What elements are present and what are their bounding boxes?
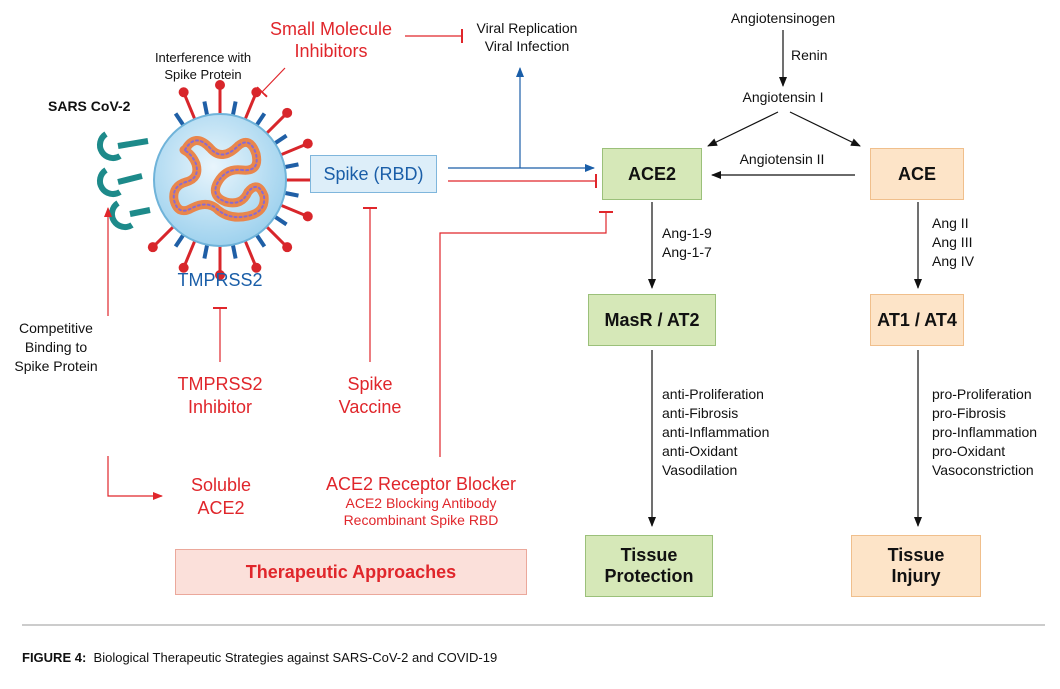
spike-head xyxy=(302,211,313,222)
angiotensinogen: Angiotensinogen xyxy=(730,10,836,26)
tissue-injury-box: Tissue Injury xyxy=(851,535,981,597)
masr-at2-box: MasR / AT2 xyxy=(588,294,716,346)
spike-head xyxy=(251,87,262,98)
therapeutic-approaches-box: Therapeutic Approaches xyxy=(175,549,527,595)
spike-head xyxy=(215,80,225,90)
receptor-blocker-item: ACE2 Blocking Antibody xyxy=(345,495,497,511)
tmprss2-inhibitor: TMPRSS2 Inhibitor xyxy=(177,374,263,417)
ace-products: Ang II Ang III Ang IV xyxy=(932,215,975,269)
ace2-products: Ang-1-9 Ang-1-7 xyxy=(662,225,712,260)
virus-label: SARS CoV-2 xyxy=(48,98,131,114)
interference-label: Interference with Spike Protein xyxy=(154,50,252,82)
caption-text: Biological Therapeutic Strategies agains… xyxy=(93,650,498,665)
angiotensin-ii: Angiotensin II xyxy=(739,151,825,167)
spike-head xyxy=(302,138,313,149)
ace-box: ACE xyxy=(870,148,964,200)
spike-head xyxy=(147,242,158,253)
spike-protein xyxy=(264,113,287,136)
viral-outcome: Viral Replication Viral Infection xyxy=(476,20,578,54)
spike-head xyxy=(215,270,225,280)
spike-protein xyxy=(278,143,306,157)
tissue-protection-box: Tissue Protection xyxy=(585,535,713,597)
ace2-box: ACE2 xyxy=(602,148,702,200)
spike-rbd-box: Spike (RBD) xyxy=(310,155,437,193)
spike-protein xyxy=(243,238,257,266)
figure-caption: FIGURE 4: Biological Therapeutic Strateg… xyxy=(22,650,497,665)
receptor-blocker-title: ACE2 Receptor Blocker xyxy=(325,474,517,494)
soluble-ace2: Soluble ACE2 xyxy=(190,475,252,518)
spike-protein xyxy=(183,238,197,266)
small-molecule-inhibitors: Small Molecule Inhibitors xyxy=(269,19,393,61)
spike-head xyxy=(178,87,189,98)
spike-head xyxy=(251,262,262,273)
renin: Renin xyxy=(791,47,828,63)
spike-protein xyxy=(264,224,287,247)
injury-effects: pro-Proliferation pro-Fibrosis pro-Infla… xyxy=(932,386,1038,478)
competitive-binding-label: Competitive Binding to Spike Protein xyxy=(14,320,98,374)
receptor-blocker-item: Recombinant Spike RBD xyxy=(343,512,499,528)
receptor-icons xyxy=(97,131,151,230)
spike-protein xyxy=(153,224,176,247)
at1-at4-box: AT1 / AT4 xyxy=(870,294,964,346)
angiotensin-i: Angiotensin I xyxy=(742,89,824,105)
spike-protein xyxy=(183,94,197,122)
protective-effects: anti-Proliferation anti-Fibrosis anti-In… xyxy=(662,386,770,478)
spike-head xyxy=(282,107,293,118)
tmprss2-label: TMPRSS2 xyxy=(177,270,263,290)
spike-protein xyxy=(278,203,306,217)
spike-head xyxy=(282,242,293,253)
spike-vaccine: Spike Vaccine xyxy=(338,374,402,417)
spike-head xyxy=(178,262,189,273)
spike-protein xyxy=(243,94,257,122)
caption-label: FIGURE 4: xyxy=(22,650,87,665)
